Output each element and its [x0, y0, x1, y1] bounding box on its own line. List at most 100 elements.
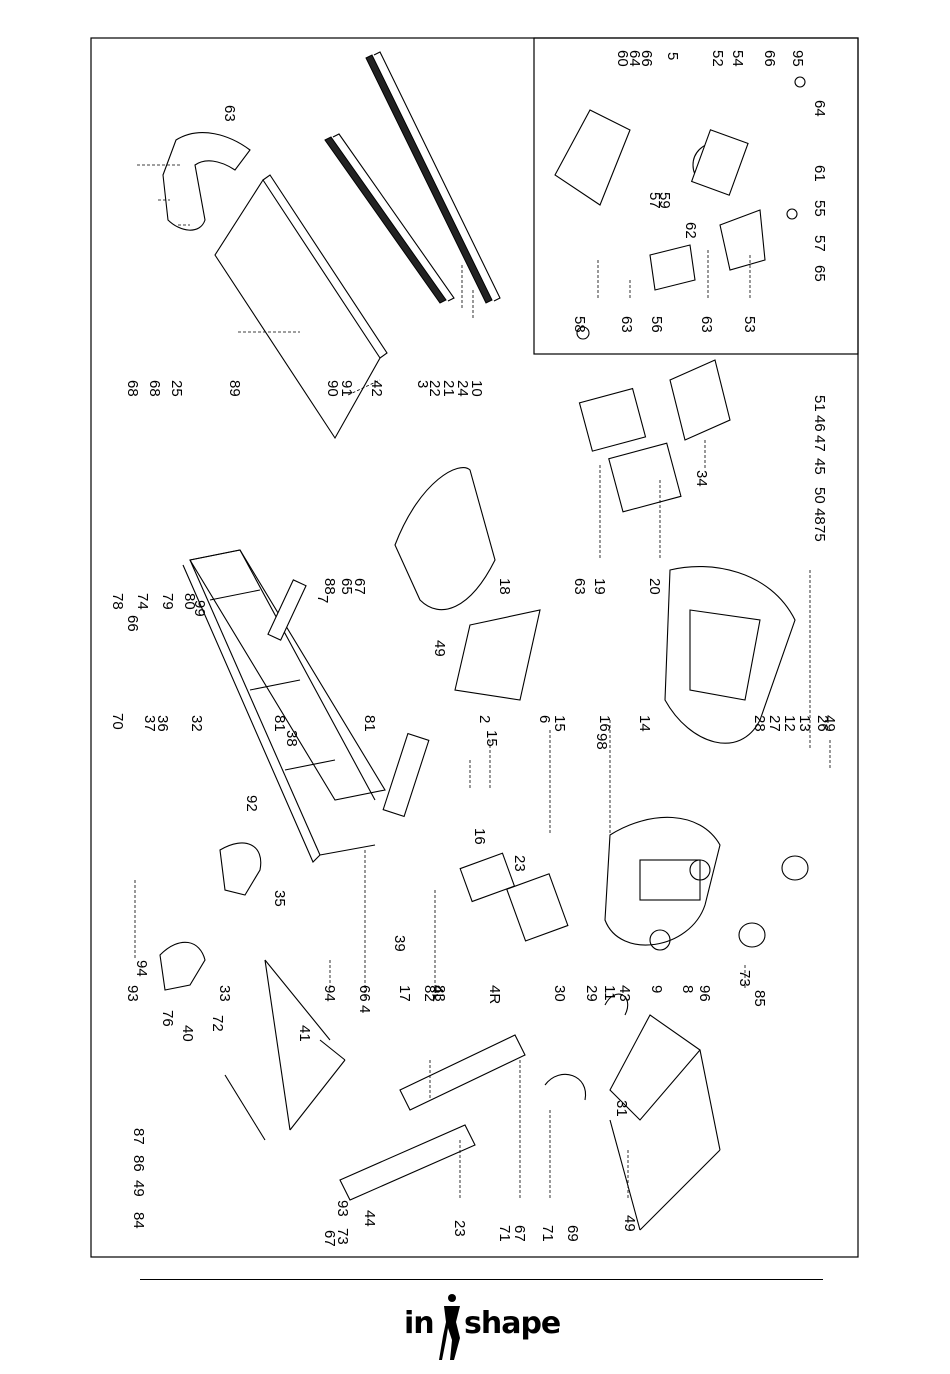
callout-labels-main: 63 68 68 25 89 90 91 42 3 22 21 24 10 65…: [109, 105, 838, 1247]
callout-label: 86: [130, 1155, 147, 1172]
callout-label: 69: [564, 1225, 581, 1242]
callout-label: 83: [431, 985, 448, 1002]
callout-label: 53: [741, 316, 758, 333]
callout-label: 66: [124, 615, 141, 632]
running-deck: [214, 174, 388, 440]
callout-label: 38: [283, 730, 300, 747]
callout-label: 94: [321, 985, 338, 1002]
callout-label: 56: [648, 316, 665, 333]
callout-label: 80: [181, 593, 198, 610]
callout-label: 65: [811, 265, 828, 282]
callout-label: 67: [511, 1225, 528, 1242]
callout-label: 26: [814, 715, 831, 732]
callout-label: 49: [431, 640, 448, 657]
shroud-panel: [454, 609, 541, 701]
callout-label: 17: [396, 985, 413, 1002]
callout-label: 95: [789, 50, 806, 67]
upright-right: [339, 1124, 476, 1201]
callout-label: 85: [751, 990, 768, 1007]
callout-label: 34: [693, 470, 710, 487]
callout-label: 28: [751, 715, 768, 732]
callout-label: 73: [334, 1228, 351, 1245]
callout-label: 35: [271, 890, 288, 907]
callout-label: 25: [168, 380, 185, 397]
callout-label: 4L: [429, 985, 446, 1002]
callout-label: 46: [811, 415, 828, 432]
callout-label: 92: [243, 795, 260, 812]
brand-suffix: shape: [464, 1306, 561, 1341]
callout-label: 74: [134, 593, 151, 610]
callout-label: 37: [141, 715, 158, 732]
callout-label: 51: [811, 395, 828, 412]
callout-label: 50: [811, 487, 828, 504]
callout-label: 90: [324, 380, 341, 397]
callout-label: 57: [811, 235, 828, 252]
callout-label: 67: [321, 1230, 338, 1247]
overlay-35: [459, 852, 516, 903]
callout-label: 18: [496, 578, 513, 595]
callout-label: 20: [646, 578, 663, 595]
callout-label: 94: [133, 960, 150, 977]
callout-label: 63: [698, 316, 715, 333]
callout-label: 66: [638, 50, 655, 67]
callout-label: 48: [811, 508, 828, 525]
callout-label: 4: [356, 1005, 373, 1013]
callout-label: 19: [591, 578, 608, 595]
display-cover: [608, 442, 682, 513]
callout-label: 60: [614, 50, 631, 67]
callout-label: 76: [159, 1010, 176, 1027]
callout-label: 52: [709, 50, 726, 67]
callout-label: 13: [796, 715, 813, 732]
callout-label: 84: [130, 1212, 147, 1229]
callout-label: 78: [109, 593, 126, 610]
callout-label: 71: [539, 1225, 556, 1242]
callout-label: 15: [483, 730, 500, 747]
callout-label: 49: [130, 1180, 147, 1197]
callout-label: 49: [621, 1215, 638, 1232]
brand-logo: in shape: [404, 1292, 561, 1362]
console-body: [604, 816, 721, 951]
callout-label: 36: [154, 715, 171, 732]
callout-label: 41: [296, 1025, 313, 1042]
callout-label: 27: [766, 715, 783, 732]
callout-label: 93: [334, 1200, 351, 1217]
callout-label: 64: [811, 100, 828, 117]
callout-label: 75: [811, 525, 828, 542]
callout-label: 81: [271, 715, 288, 732]
callout-label: 4R: [486, 985, 503, 1004]
callout-label: 65: [338, 578, 355, 595]
callout-label: 81: [361, 715, 378, 732]
callout-label: 68: [146, 380, 163, 397]
callout-label: 3: [414, 380, 431, 388]
callout-label: 87: [130, 1128, 147, 1145]
callout-labels-inset: 60 64 66 5 52 54 66 95 64 61 55 57 65 53…: [571, 50, 828, 333]
callout-label: 10: [468, 380, 485, 397]
callout-label: 47: [811, 435, 828, 452]
front-roller: [382, 732, 430, 818]
callout-label: 21: [440, 380, 457, 397]
callout-label: 67: [351, 578, 368, 595]
callout-label: 58: [571, 316, 588, 333]
callout-label: 33: [216, 985, 233, 1002]
main-frame: [182, 549, 386, 863]
callout-label: 96: [696, 985, 713, 1002]
keypad-92: [506, 873, 569, 942]
callout-label: 30: [551, 985, 568, 1002]
callout-label: 64: [626, 50, 643, 67]
callout-label: 16: [596, 715, 613, 732]
hood-cover: [162, 132, 251, 231]
callout-label: 91: [338, 380, 355, 397]
callout-label: 8: [679, 985, 696, 993]
wheel-cover-33: [159, 941, 206, 991]
motor-shroud: [394, 467, 496, 611]
callout-label: 55: [811, 200, 828, 217]
callout-label: 99: [191, 600, 208, 617]
callout-label: 66: [761, 50, 778, 67]
wheel-cover-94: [219, 842, 262, 896]
upright-left: [399, 1034, 526, 1111]
callout-label: 73: [736, 970, 753, 987]
callout-label: 42: [368, 380, 385, 397]
callout-label: 23: [511, 855, 528, 872]
callout-label: 63: [221, 105, 238, 122]
